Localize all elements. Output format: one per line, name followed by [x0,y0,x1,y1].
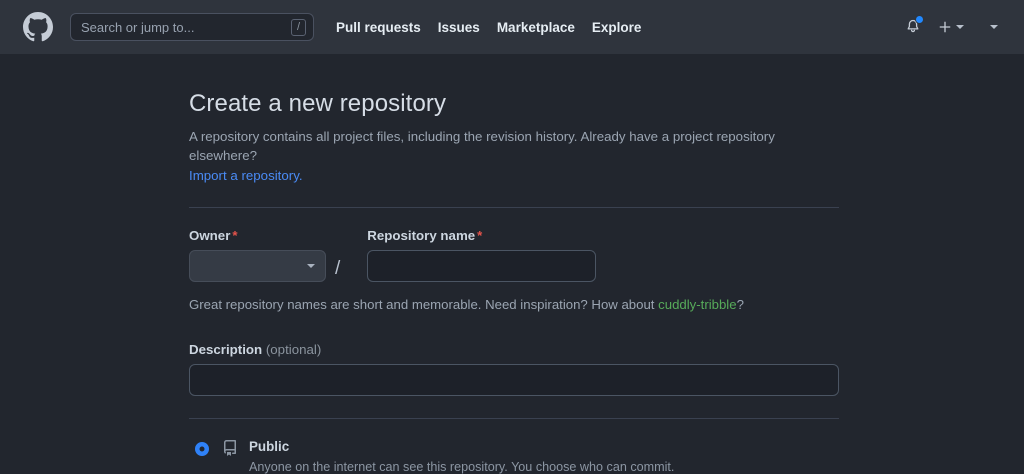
owner-label: Owner* [189,228,326,243]
description-input[interactable] [189,363,839,396]
search-input[interactable]: Search or jump to... / [70,13,314,41]
description-label: Description (optional) [189,342,839,357]
description-label-text: Description [189,341,263,357]
search-placeholder: Search or jump to... [81,20,195,34]
visibility-options: Public Anyone on the internet can see th… [189,437,839,474]
notification-unread-dot [915,15,924,24]
repo-book-icon [221,439,239,457]
owner-required-mark: * [232,227,238,243]
profile-menu-button[interactable] [990,25,998,29]
public-description: Anyone on the internet can see this repo… [249,459,675,474]
nav-issues[interactable]: Issues [437,19,480,35]
suggested-repo-name[interactable]: cuddly-tribble [658,296,737,312]
repository-name-label-text: Repository name [367,227,476,243]
repository-name-label: Repository name* [367,228,596,243]
chevron-down-icon [956,25,964,29]
avatar-caret-icon [990,25,998,29]
repository-name-input[interactable] [367,249,597,282]
public-text-block: Public Anyone on the internet can see th… [249,437,674,474]
divider-top [189,206,839,208]
create-new-button[interactable] [938,20,964,34]
search-shortcut-badge: / [290,18,306,36]
divider-bottom [189,417,839,419]
repository-name-field: Repository name* [367,228,597,282]
owner-repo-separator: / [335,257,341,279]
owner-label-text: Owner [189,227,231,243]
new-repo-form: Create a new repository A repository con… [189,90,839,474]
primary-nav: Pull requests Issues Marketplace Explore [336,20,641,35]
header-actions [900,14,1010,40]
repository-name-required-mark: * [477,227,483,243]
owner-field: Owner* [189,228,326,282]
github-logo-icon[interactable] [22,11,54,43]
description-field: Description (optional) [189,342,839,396]
public-radio[interactable] [195,441,209,456]
global-header: Search or jump to... / Pull requests Iss… [0,0,1024,54]
hint-prefix: Great repository names are short and mem… [189,296,659,312]
visibility-option-public[interactable]: Public Anyone on the internet can see th… [189,437,839,474]
page-title: Create a new repository [189,90,447,117]
hint-suffix: ? [736,296,744,312]
owner-select[interactable] [189,249,326,282]
description-optional-text: (optional) [265,341,322,357]
page-subtitle: A repository contains all project files,… [189,127,839,185]
chevron-down-icon [307,263,315,268]
nav-pull-requests[interactable]: Pull requests [336,19,421,35]
plus-icon [939,21,951,33]
owner-repo-row: Owner* / Repository name* [189,228,839,282]
notifications-button[interactable] [900,14,926,40]
main-content: Create a new repository A repository con… [0,54,1024,474]
repository-name-hint: Great repository names are short and mem… [189,297,839,312]
nav-explore[interactable]: Explore [591,19,642,35]
nav-marketplace[interactable]: Marketplace [496,19,575,35]
public-title: Public [249,438,290,454]
import-repository-link[interactable]: Import a repository. [189,167,303,183]
page-subtitle-text: A repository contains all project files,… [189,129,775,164]
